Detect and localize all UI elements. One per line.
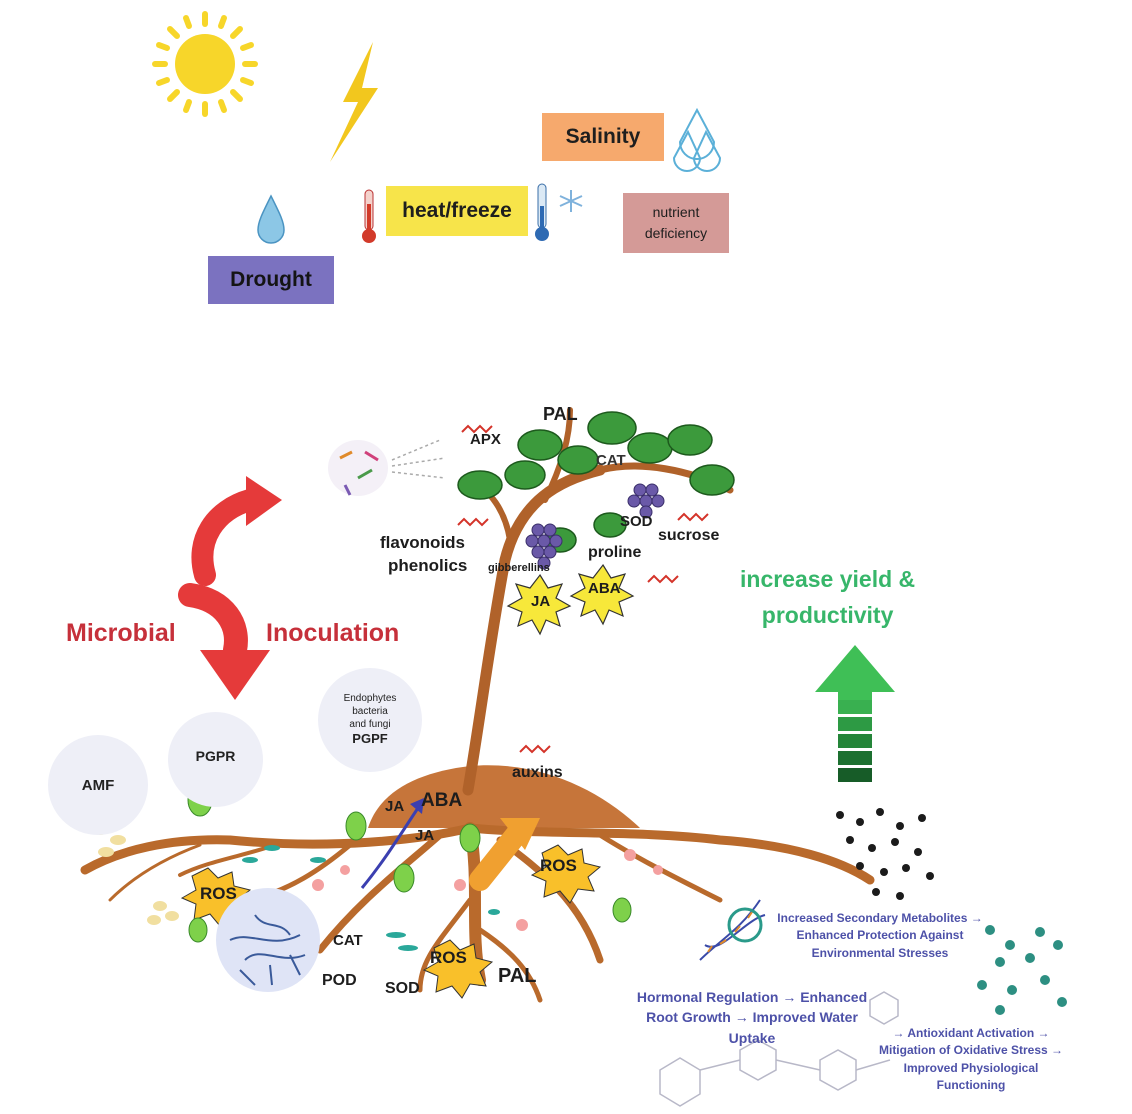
ja-root-label-1: JA [385,798,405,815]
microbe-cluster-icon [328,439,446,496]
proline-label: proline [588,544,642,561]
endophytes-line2: bacteria [352,706,388,718]
sun-icon [152,11,258,117]
apx-label: APX [470,431,501,448]
thermometer-cold-icon [535,183,549,241]
ros-bottom-label: ROS [430,948,467,967]
hormonal-line1: Hormonal Regulation → Enhanced [636,989,868,1005]
ros-burst-bottom [422,939,494,999]
sod-top-label: SOD [620,513,653,530]
ja-burst-label: JA [531,593,551,610]
aba-burst-shape [569,563,635,626]
teal-microbe-icon [242,845,500,951]
antioxidant-line1: → Antioxidant Activation → [892,1026,1050,1040]
nutrient-deficiency-box: nutrient deficiency [623,193,729,253]
bacteria-icon [187,783,632,943]
yield-text: increase yield & productivity [740,562,915,633]
ja-burst-shape [506,573,572,636]
gibberellins-label: gibberellins [488,562,550,574]
phenolics-label: phenolics [388,556,468,575]
endophytes-line1: Endophytes [343,693,397,705]
red-arrow-down-icon [178,583,270,700]
secondary-metabolites-note: Increased Secondary Metabolites → Enhanc… [765,910,995,962]
ros-burst-right [530,844,602,904]
yield-line2: productivity [761,601,894,628]
snowflake-icon [559,190,583,212]
pgpf-circle: Endophytes bacteria and fungi PGPF [318,668,422,772]
grape-cluster-icon [525,483,665,570]
flavonoids-label: flavonoids [380,533,466,552]
pgpf-label: PGPF [352,731,388,747]
blue-arrow-icon [360,798,424,889]
mycorrhiza-network [216,888,320,992]
inoculation-label: Inoculation [266,619,400,647]
drought-label: Drought [230,268,312,291]
pod-label: POD [322,972,357,989]
lightning-icon [330,42,378,162]
aba-burst-label: ABA [588,580,621,597]
antioxidant-line2: Mitigation of Oxidative Stress → [878,1043,1064,1058]
secondary-line1: Increased Secondary Metabolites → [777,911,983,925]
sucrose-label: sucrose [658,527,720,544]
dna-icon [699,899,766,961]
molecule-icon [836,808,934,900]
salinity-label: Salinity [565,125,641,148]
leaf-cluster [457,411,735,553]
ros-right-label: ROS [540,856,577,875]
salinity-box: Salinity [542,113,664,161]
pink-microbe-icon [312,849,663,931]
hormonal-regulation-note: Hormonal Regulation → Enhanced Root Grow… [618,987,886,1048]
yield-line1: increase yield & [740,566,916,592]
heat-freeze-box: heat/freeze [386,186,528,236]
aba-root-label: ABA [421,790,463,811]
hormonal-line2: Root Growth → Improved Water [646,1009,858,1026]
microbial-label: Microbial [66,619,176,647]
pgpr-circle: PGPR [168,712,263,807]
magnifier-icon [727,907,763,943]
drought-box: Drought [208,256,334,304]
cat-root-label: CAT [333,932,363,949]
pgpr-label: PGPR [195,748,236,764]
ros-left-label: ROS [200,884,237,903]
thermometer-hot-icon [362,189,376,243]
antioxidant-note: → Antioxidant Activation → Mitigation of… [860,1025,1082,1095]
amf-circle: AMF [48,735,148,835]
signal-squiggle-icon [457,424,709,754]
sod-root-label: SOD [385,980,420,997]
cat-top-label: CAT [596,452,626,469]
chemical-structure-icon [659,991,899,1107]
nutrient-label-line2: deficiency [644,225,708,241]
water-drop-icon [257,194,285,244]
orange-arrow-icon [469,818,540,891]
pal-top-label: PAL [543,404,578,424]
hormonal-line3: Uptake [728,1029,776,1046]
auxins-label: auxins [512,764,563,781]
secondary-line2: Enhanced Protection Against [796,928,964,943]
yield-arrow-icon [815,645,895,782]
teal-dots-icon [977,925,1067,1015]
antioxidant-line3: Improved Physiological [903,1060,1039,1075]
nutrient-label-line1: nutrient [652,204,700,220]
soil-mound [368,765,640,828]
ja-root-label-2: JA [415,827,435,844]
secondary-line3: Environmental Stresses [811,945,949,960]
amf-label: AMF [81,776,115,794]
endophytes-line3: and fungi [349,719,391,731]
red-arrow-up-icon [191,476,282,586]
pal-root-label: PAL [498,965,537,987]
heat-freeze-label: heat/freeze [402,199,512,222]
antioxidant-line4: Functioning [936,1078,1006,1093]
salt-water-icon [672,107,722,172]
